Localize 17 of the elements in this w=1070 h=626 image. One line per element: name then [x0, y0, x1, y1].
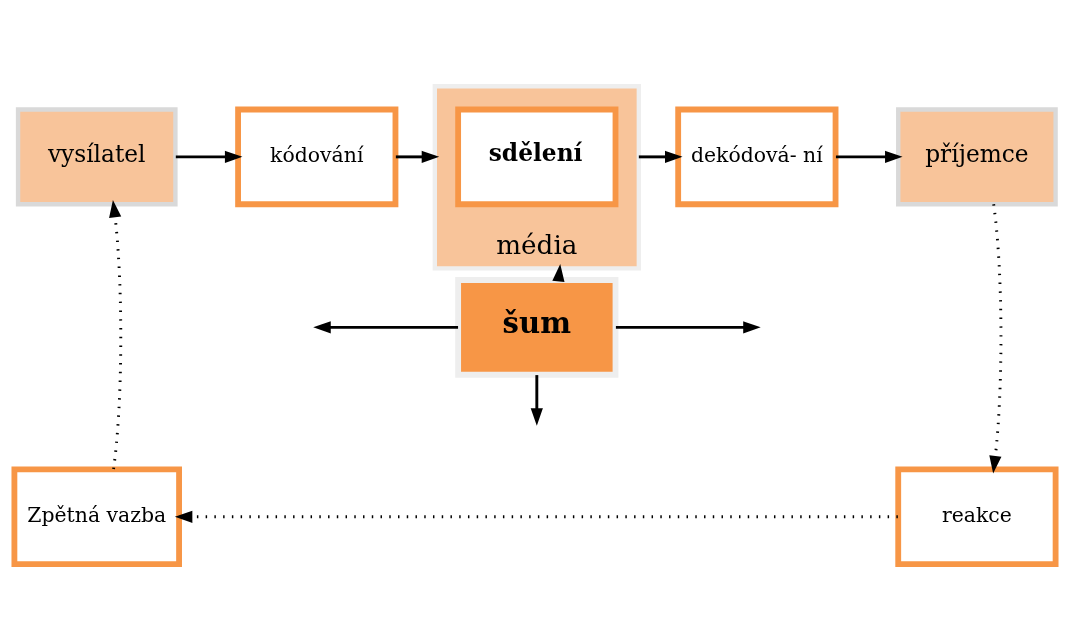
arrow	[530, 375, 543, 426]
arrow	[313, 321, 459, 334]
node-box: Zpětná vazba	[11, 466, 182, 568]
node-box: kódování	[235, 106, 399, 208]
node-box: dekódová- ní	[675, 106, 839, 208]
node-box: vysílatel	[15, 107, 178, 207]
node-box: sdělení	[455, 106, 619, 208]
node-box: příjemce	[896, 107, 1058, 207]
arrow	[835, 150, 903, 163]
arrow	[989, 204, 1003, 474]
arrow	[175, 150, 243, 163]
arrow	[395, 150, 440, 163]
arrow	[174, 510, 898, 523]
arrow	[109, 199, 123, 470]
arrow	[638, 150, 683, 163]
arrow	[615, 321, 761, 334]
node-box: reakce	[895, 466, 1059, 568]
